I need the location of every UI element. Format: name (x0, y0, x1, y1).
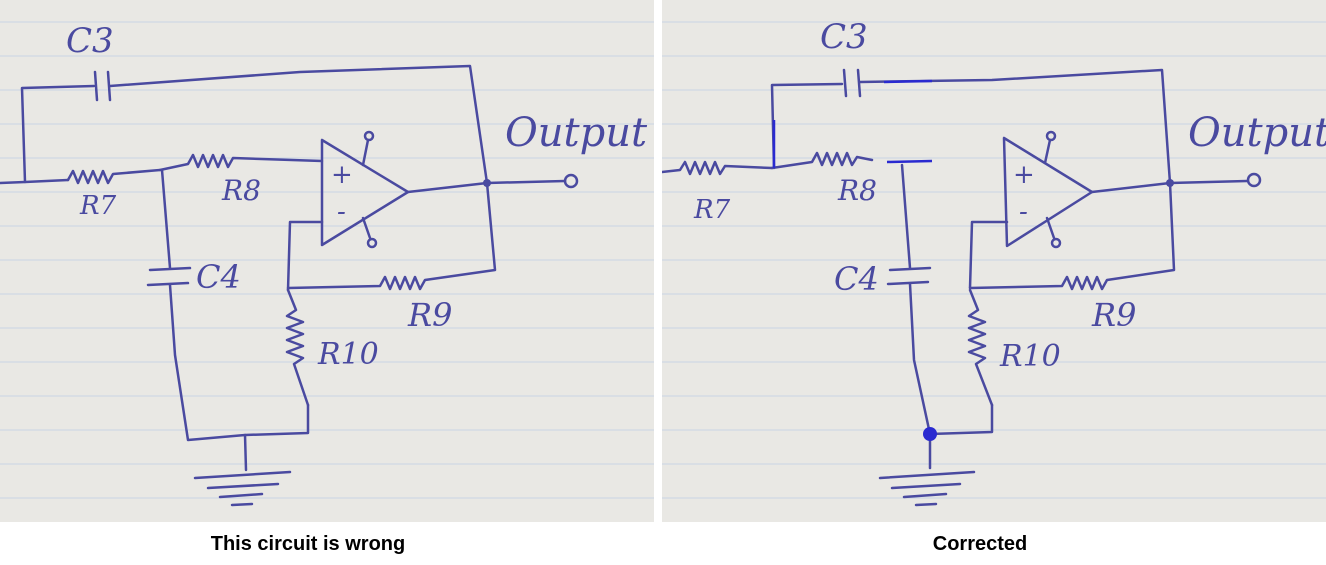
r9-label: R9 (1091, 296, 1136, 334)
c4-label: C4 (196, 258, 241, 296)
c4-capacitor (886, 266, 932, 286)
r8-resistor (770, 151, 874, 170)
r9-resistor (286, 181, 497, 291)
paper-ruled-lines (0, 21, 654, 499)
r10-resistor (967, 288, 994, 407)
r7-resistor (662, 160, 774, 176)
wrong-circuit-panel: C3 R7 R8 C4 R9 R10 Output + - (0, 0, 654, 522)
c3-left-wire (770, 82, 844, 170)
opamp-supply-bottom-terminal (1050, 237, 1062, 249)
c3-capacitor (842, 68, 862, 98)
output-terminal (1246, 172, 1262, 188)
input-wire (0, 178, 70, 185)
r7-resistor (66, 168, 162, 185)
r10-label: R10 (999, 339, 1061, 374)
ground-node (923, 427, 937, 441)
output-node (1166, 179, 1174, 187)
plus-label: + (331, 160, 353, 190)
r10-label: R10 (317, 337, 379, 372)
wrong-circuit-caption: This circuit is wrong (210, 533, 406, 555)
opamp-supply-bottom (361, 216, 372, 240)
r10-resistor (285, 288, 310, 407)
c3-label: C3 (820, 17, 868, 57)
r8-resistor (158, 153, 324, 172)
r9-resistor (968, 181, 1176, 291)
c4-label: C4 (834, 260, 879, 298)
r7-label: R7 (693, 195, 731, 225)
corrected-circuit-caption: Corrected (932, 533, 1028, 555)
opamp-supply-top (1043, 138, 1052, 165)
c4-capacitor (146, 266, 192, 287)
minus-input-wire (968, 220, 1009, 290)
c4-ground-wire (168, 283, 310, 442)
output-label: Output (505, 110, 648, 156)
opamp-supply-top-terminal (363, 130, 375, 142)
minus-label: - (1019, 197, 1028, 227)
r7-label: R7 (79, 191, 117, 221)
plus-label: + (1013, 160, 1035, 190)
corrected-c3-wire (883, 79, 933, 84)
c3-top-wire (108, 64, 489, 185)
r8-label: R8 (837, 174, 877, 207)
c3-capacitor (93, 70, 112, 102)
r8-label: R8 (221, 174, 261, 207)
corrected-r8-wire (886, 159, 933, 164)
c4-ground-wire (908, 282, 994, 436)
r9-label: R9 (407, 296, 452, 334)
output-node (483, 179, 491, 187)
opamp-triangle (1002, 136, 1094, 248)
c4-vertical-wire (900, 163, 912, 270)
opamp-supply-bottom-terminal (366, 237, 378, 249)
c3-label: C3 (66, 21, 114, 61)
ground-symbol (193, 433, 292, 507)
corrected-circuit-panel: C3 R7 R8 C4 R9 R10 Output + - (662, 0, 1326, 522)
corrections (772, 79, 933, 168)
ground-symbol (878, 432, 976, 507)
output-terminal (563, 173, 579, 189)
wrong-circuit-drawing: C3 R7 R8 C4 R9 R10 Output + - (0, 21, 654, 507)
c4-vertical-wire (160, 168, 172, 270)
opamp-supply-top-terminal (1045, 130, 1057, 142)
opamp-triangle (320, 138, 410, 247)
paper-ruled-lines (662, 21, 1326, 499)
opamp-supply-top (361, 138, 370, 167)
output-label: Output (1188, 110, 1326, 156)
c3-left-wire (20, 84, 96, 184)
minus-label: - (337, 197, 346, 227)
corrected-circuit-drawing: C3 R7 R8 C4 R9 R10 Output + - (662, 17, 1326, 507)
minus-input-wire (286, 220, 324, 292)
opamp-supply-bottom (1045, 216, 1056, 240)
